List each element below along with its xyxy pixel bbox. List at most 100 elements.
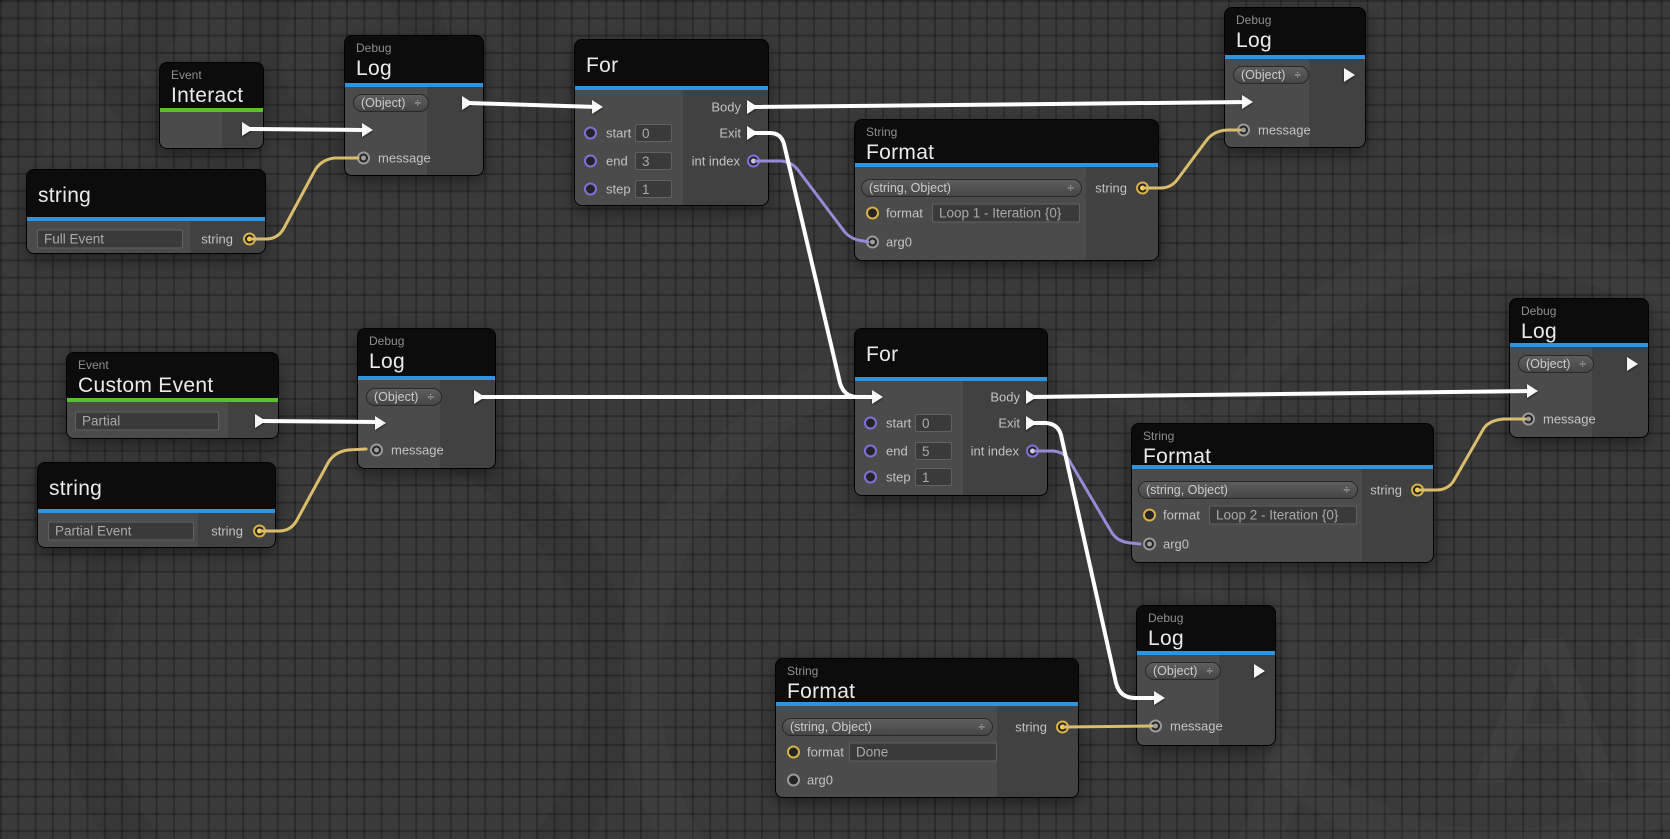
node-debug-log-5[interactable]: Debug Log (Object) ÷ message xyxy=(1137,606,1275,745)
overload-dropdown[interactable]: (string, Object) ÷ xyxy=(782,718,993,736)
node-string-format-3[interactable]: String Format (string, Object) ÷ string … xyxy=(776,659,1078,797)
node-debug-log-3[interactable]: Debug Log (Object) ÷ message xyxy=(358,329,495,468)
string-output-port[interactable] xyxy=(253,524,266,538)
start-value-input[interactable] xyxy=(635,124,672,142)
message-input-port[interactable] xyxy=(370,443,383,457)
node-string-format-1[interactable]: String Format (string, Object) ÷ string … xyxy=(855,120,1158,260)
node-string-literal-partial-event[interactable]: string string xyxy=(38,463,275,547)
end-input-port[interactable] xyxy=(864,444,877,458)
overload-dropdown[interactable]: (string, Object) ÷ xyxy=(1138,481,1358,499)
arg0-input-port[interactable] xyxy=(1143,537,1156,551)
flow-output-port[interactable] xyxy=(1627,357,1638,371)
body-output-label: Body xyxy=(711,99,741,115)
flow-input-port[interactable] xyxy=(1154,691,1165,705)
flow-input-port[interactable] xyxy=(362,123,373,137)
string-output-port[interactable] xyxy=(1411,483,1424,497)
node-debug-log-4[interactable]: Debug Log (Object) ÷ message xyxy=(1510,299,1648,437)
overload-dropdown-label: (Object) xyxy=(1153,664,1198,678)
start-value-input[interactable] xyxy=(915,414,952,432)
node-string-format-2[interactable]: String Format (string, Object) ÷ string … xyxy=(1132,424,1433,562)
node-category: String xyxy=(787,664,819,678)
dropdown-arrows-icon: ÷ xyxy=(1343,483,1350,497)
node-for-loop-1[interactable]: For Body start Exit end int index step xyxy=(575,40,768,205)
node-debug-log-1[interactable]: Debug Log (Object) ÷ message xyxy=(345,36,483,175)
event-accent-bar xyxy=(67,398,278,402)
node-event-interact[interactable]: Event Interact xyxy=(160,63,263,148)
dropdown-arrows-icon: ÷ xyxy=(1206,664,1213,678)
string-output-port[interactable] xyxy=(243,232,256,246)
start-input-port[interactable] xyxy=(864,416,877,430)
step-input-port[interactable] xyxy=(864,470,877,484)
flow-output-port[interactable] xyxy=(1344,68,1355,82)
message-input-port[interactable] xyxy=(1149,719,1162,733)
flow-input-port[interactable] xyxy=(1527,384,1538,398)
index-output-port[interactable] xyxy=(1026,444,1039,458)
overload-dropdown[interactable]: (string, Object) ÷ xyxy=(861,179,1082,197)
end-value-input[interactable] xyxy=(915,442,952,460)
node-header: Event Custom Event xyxy=(67,353,278,398)
dropdown-arrows-icon: ÷ xyxy=(1067,181,1074,195)
flow-input-port[interactable] xyxy=(1242,95,1253,109)
flow-output-port[interactable] xyxy=(242,122,253,136)
arg0-input-port[interactable] xyxy=(787,773,800,787)
flow-input-port[interactable] xyxy=(592,100,603,114)
string-output-port[interactable] xyxy=(1056,720,1069,734)
arg0-input-port[interactable] xyxy=(866,235,879,249)
step-input-port[interactable] xyxy=(584,182,597,196)
overload-dropdown-label: (Object) xyxy=(1241,68,1286,82)
format-input-port[interactable] xyxy=(866,206,879,220)
overload-dropdown[interactable]: (Object) ÷ xyxy=(1233,66,1309,84)
string-output-label: string xyxy=(1095,180,1127,196)
format-input-port[interactable] xyxy=(787,745,800,759)
node-header: string xyxy=(27,170,265,217)
exit-output-port[interactable] xyxy=(747,126,758,140)
flow-input-port[interactable] xyxy=(375,416,386,430)
flow-output-port[interactable] xyxy=(255,414,266,428)
end-input-port[interactable] xyxy=(584,154,597,168)
end-label: end xyxy=(886,443,908,459)
node-debug-log-2[interactable]: Debug Log (Object) ÷ message xyxy=(1225,8,1365,147)
step-value-input[interactable] xyxy=(635,180,672,198)
message-input-port[interactable] xyxy=(357,151,370,165)
node-category: Debug xyxy=(356,41,392,55)
unit-accent-bar xyxy=(358,376,495,380)
index-output-label: int index xyxy=(970,443,1019,459)
node-event-custom-event[interactable]: Event Custom Event xyxy=(67,353,278,438)
format-input-port[interactable] xyxy=(1143,508,1156,522)
flow-output-port[interactable] xyxy=(462,96,473,110)
format-value-input[interactable] xyxy=(849,742,997,762)
format-value-input[interactable] xyxy=(932,203,1080,223)
start-input-port[interactable] xyxy=(584,126,597,140)
message-port-label: message xyxy=(1258,122,1311,138)
flow-output-port[interactable] xyxy=(474,390,485,404)
dropdown-arrows-icon: ÷ xyxy=(414,96,421,110)
string-value-input[interactable] xyxy=(37,229,183,249)
step-value-input[interactable] xyxy=(915,468,952,486)
start-label: start xyxy=(606,125,632,141)
body-output-port[interactable] xyxy=(747,100,758,114)
overload-dropdown-label: (Object) xyxy=(374,390,419,404)
dropdown-arrows-icon: ÷ xyxy=(1579,357,1586,371)
flow-input-port[interactable] xyxy=(872,390,883,404)
index-output-port[interactable] xyxy=(747,154,760,168)
format-value-input[interactable] xyxy=(1209,505,1357,525)
flow-output-port[interactable] xyxy=(1254,664,1265,678)
unit-accent-bar xyxy=(1510,343,1648,347)
node-string-literal-full-event[interactable]: string string xyxy=(27,170,265,253)
body-output-port[interactable] xyxy=(1026,390,1037,404)
message-input-port[interactable] xyxy=(1522,412,1535,426)
exit-output-port[interactable] xyxy=(1026,416,1037,430)
string-value-input[interactable] xyxy=(48,521,194,541)
end-value-input[interactable] xyxy=(635,152,672,170)
overload-dropdown[interactable]: (Object) ÷ xyxy=(353,94,429,112)
node-body: (Object) ÷ message xyxy=(1510,347,1648,437)
overload-dropdown[interactable]: (Object) ÷ xyxy=(366,388,442,406)
node-for-loop-2[interactable]: For Body start Exit end int index step xyxy=(855,329,1047,495)
message-input-port[interactable] xyxy=(1237,123,1250,137)
overload-dropdown[interactable]: (Object) ÷ xyxy=(1518,355,1594,373)
format-label: format xyxy=(886,205,923,221)
string-output-port[interactable] xyxy=(1136,181,1149,195)
event-name-input[interactable] xyxy=(75,411,219,431)
overload-dropdown[interactable]: (Object) ÷ xyxy=(1145,662,1221,680)
